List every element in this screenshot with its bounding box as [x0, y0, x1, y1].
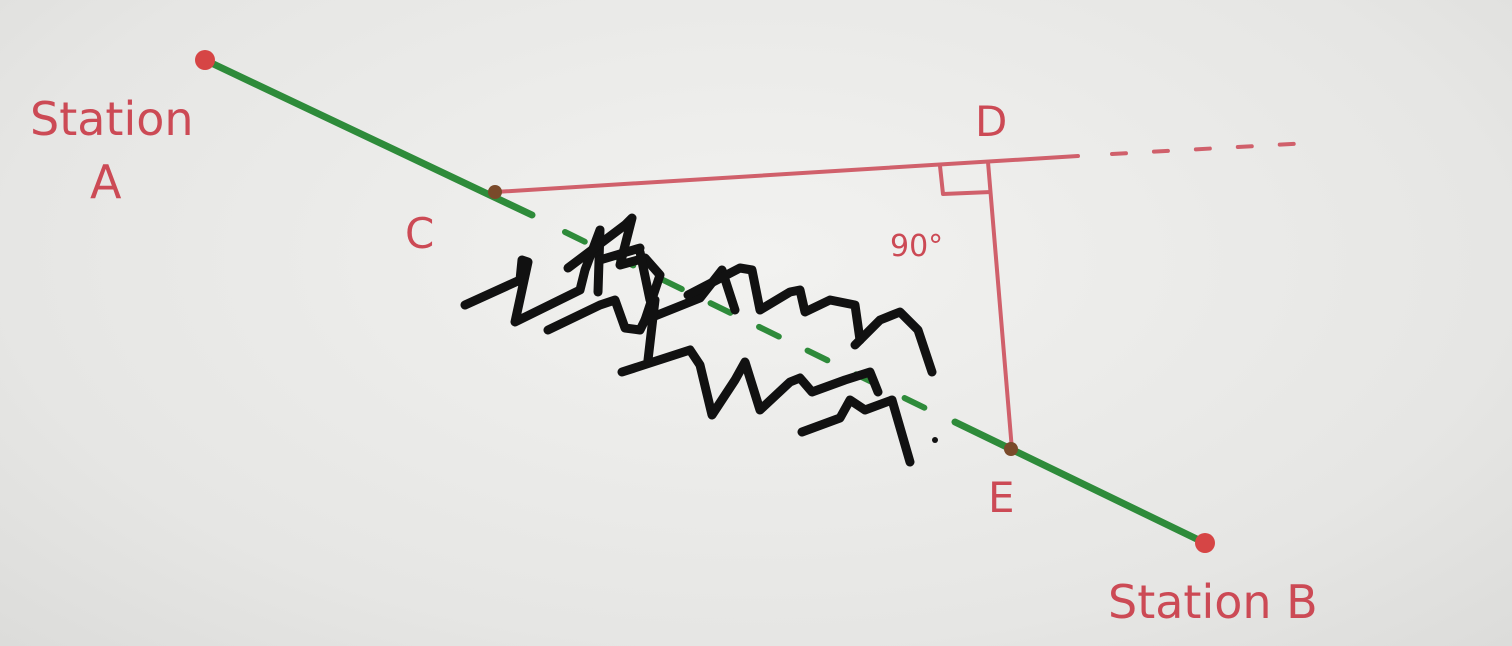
station-b-dot [1195, 533, 1215, 553]
line-d-extension [1110, 141, 1312, 156]
right-angle-marker-icon [938, 165, 992, 196]
line-de [986, 160, 1014, 452]
angle-label: 90° [890, 229, 943, 264]
survey-line-segment-a [201, 56, 536, 219]
point-e-label: E [988, 473, 1015, 522]
hatched-obstacle-icon [460, 213, 938, 467]
line-cd [493, 154, 1080, 194]
survey-line-segment-b [951, 418, 1209, 547]
point-c-dot [488, 185, 502, 199]
point-e-dot [1004, 442, 1018, 456]
point-c-label: C [405, 209, 434, 258]
station-a-dot [195, 50, 215, 70]
station-a-label-line2: A [90, 155, 122, 209]
station-a-label-line1: Station [30, 92, 194, 146]
station-b-label: Station B [1108, 575, 1318, 629]
point-d-label: D [975, 97, 1007, 146]
